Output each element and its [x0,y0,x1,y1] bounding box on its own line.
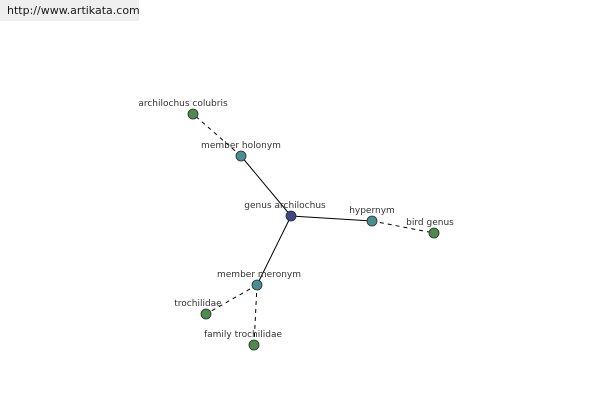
label-center[interactable]: genus archilochus [244,201,326,211]
edge-member-holonym-to-archilochus-colubris [192,113,242,157]
node-hypernym[interactable] [366,215,378,227]
edge-member-meronym-to-family-trochilidae [253,284,258,346]
node-archilochus-colubris[interactable] [187,108,199,120]
edge-center-to-member-meronym [256,215,292,286]
edge-center-to-hypernym [290,215,373,222]
node-member-holonym[interactable] [235,150,247,162]
edge-member-meronym-to-trochilidae [205,284,258,315]
label-member-meronym[interactable]: member meronym [217,270,301,280]
graph-edges [192,113,435,346]
edge-center-to-member-holonym [240,155,292,217]
label-member-holonym[interactable]: member holonym [201,141,281,151]
label-archilochus-colubris[interactable]: archilochus colubris [138,99,228,109]
label-trochilidae[interactable]: trochilidae [174,299,222,309]
edge-hypernym-to-bird-genus [371,220,435,234]
label-hypernym[interactable]: hypernym [349,206,395,216]
node-member-meronym[interactable] [251,279,263,291]
source-url[interactable]: http://www.artikata.com [0,0,140,21]
graph-labels: genus archilochus member holonym hypernym m… [138,99,454,340]
label-family-trochilidae[interactable]: family trochilidae [204,330,283,340]
node-family-trochilidae[interactable] [248,339,260,351]
graph-nodes [187,108,440,351]
node-center[interactable] [285,210,297,222]
node-bird-genus[interactable] [428,227,440,239]
node-trochilidae[interactable] [200,308,212,320]
label-bird-genus[interactable]: bird genus [406,218,454,228]
